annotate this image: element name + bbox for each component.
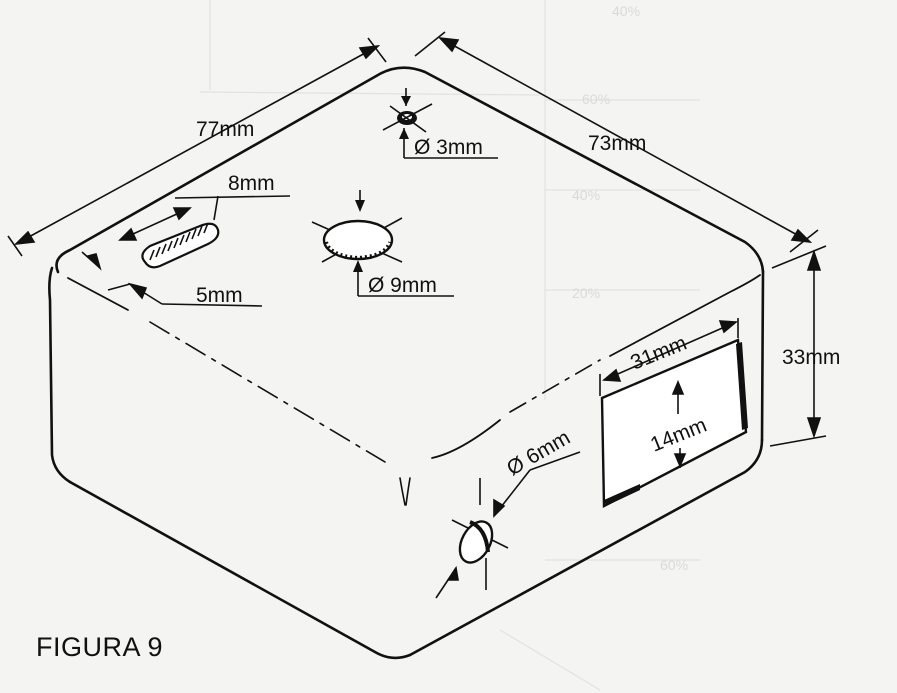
label-8mm: 8mm [228,172,275,195]
hole-3mm [382,88,498,159]
window-dim-31mm [599,318,739,396]
slot-dim-8mm [118,195,291,241]
top-face-outline [55,66,765,274]
label-77mm: 77mm [196,118,254,141]
bottom-right-edge [408,438,764,657]
svg-text:40%: 40% [572,187,600,203]
figure-caption: FIGURA 9 [36,632,163,662]
right-edge [760,270,765,442]
label-73mm: 73mm [588,132,646,155]
lid-front-edge-dash [149,321,386,463]
label-5mm: 5mm [196,284,243,307]
left-edge [48,266,72,484]
hole-9mm [311,190,454,297]
label-33mm: 33mm [782,346,840,369]
svg-text:60%: 60% [582,91,610,107]
background-bleed: 40% 60% 40% 20% 60% [199,0,700,691]
hole-6mm [435,451,581,599]
window-dim-14mm [671,379,687,469]
label-hole-9mm: Ø 9mm [368,274,437,297]
slot-opening [141,222,220,269]
dim-33mm [769,245,827,447]
lid-right-edge-2 [609,274,761,357]
front-seam [399,477,411,506]
svg-text:20%: 20% [572,285,600,301]
slot [81,195,291,307]
svg-text:40%: 40% [612,3,640,19]
window-cutout [599,318,748,508]
box-body [48,66,765,660]
label-hole-3mm: Ø 3mm [414,136,483,159]
lid-right-edge-dash [509,359,601,413]
slot-hatching [149,222,209,261]
lid-right-edge [431,419,501,459]
window-outline [600,338,748,508]
svg-text:60%: 60% [660,557,688,573]
slot-dim-5mm [81,251,263,307]
bottom-front-edge [68,480,412,660]
label-hole-6mm: Ø 6mm [503,426,574,480]
dim-77mm [7,37,387,257]
lid-front-edge [67,277,129,311]
hole-9mm-opening [322,219,394,261]
dim-73mm [414,31,819,253]
